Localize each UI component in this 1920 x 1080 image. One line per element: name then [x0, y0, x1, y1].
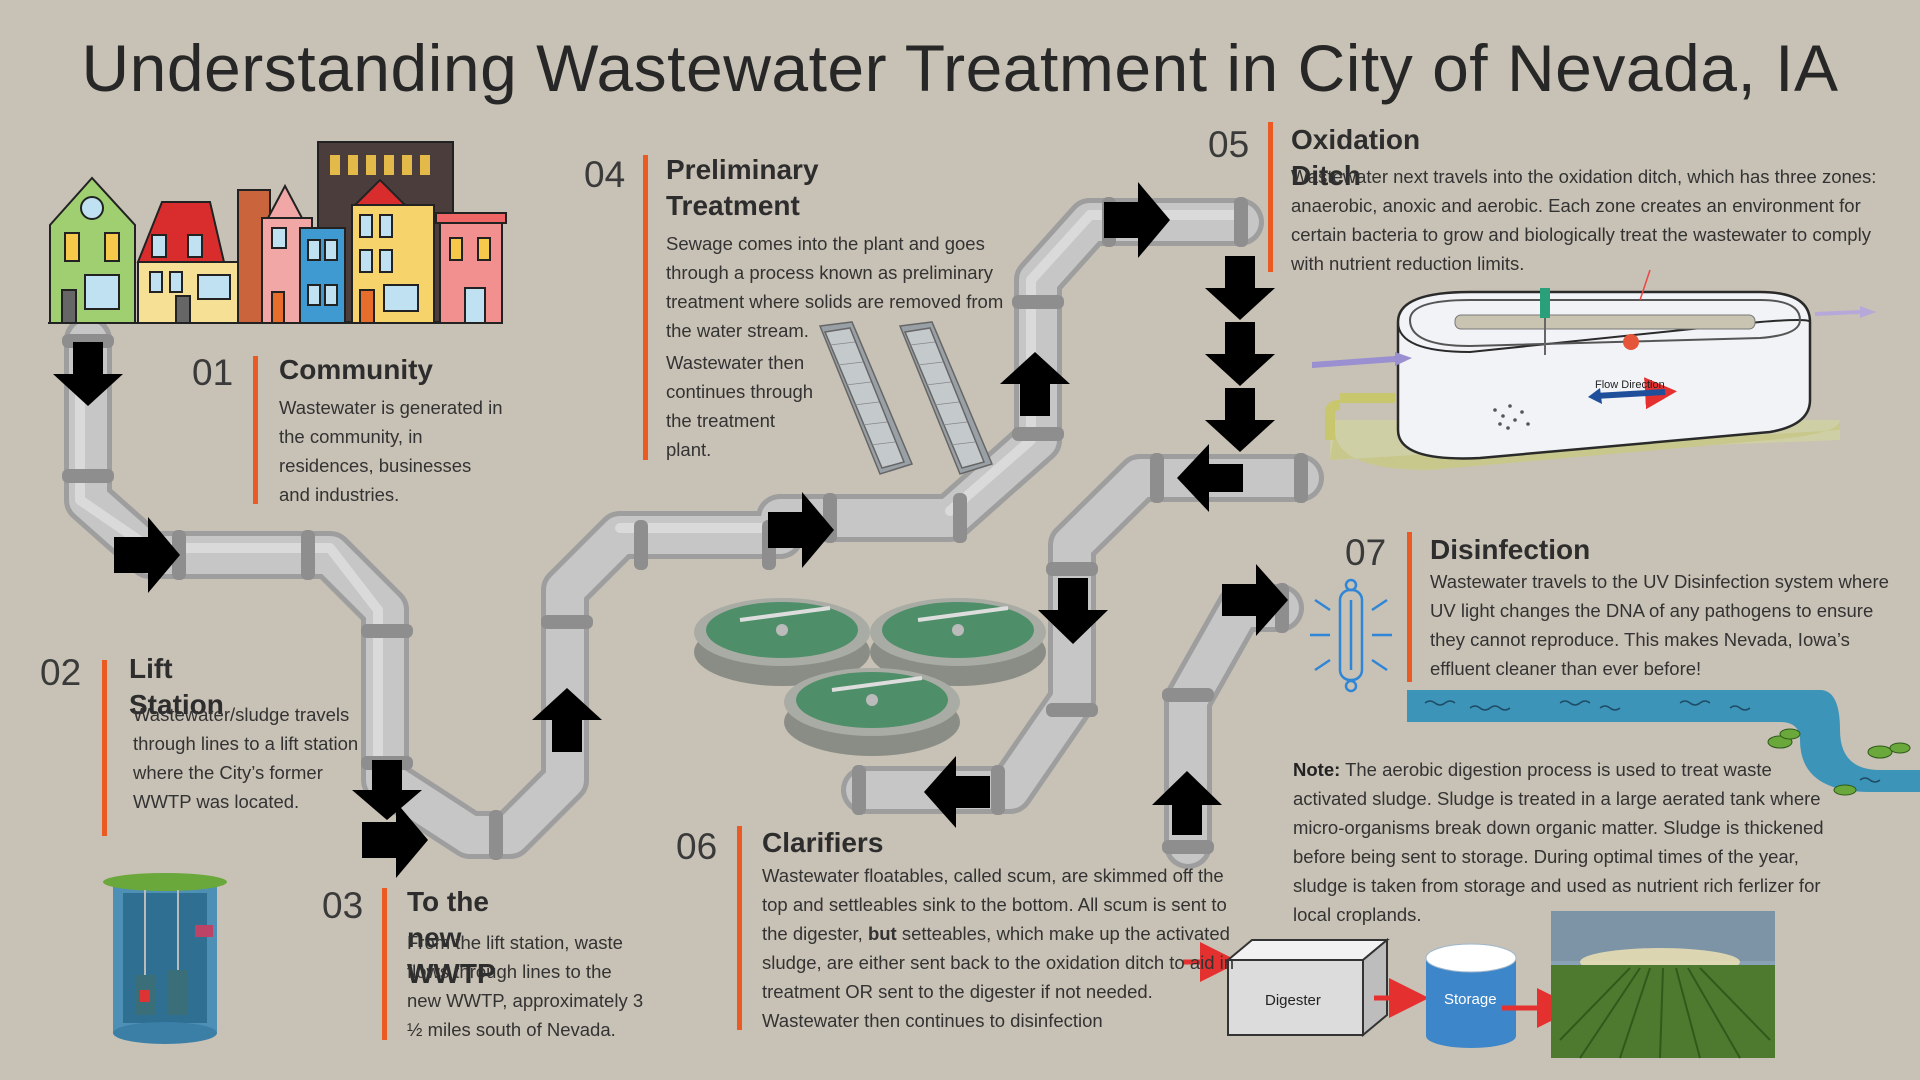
arrow-down-icon	[1205, 388, 1275, 452]
arrow-up-icon	[532, 688, 602, 752]
step-number: 04	[584, 154, 626, 195]
arrow-right-icon	[362, 802, 428, 878]
arrow-down-icon	[1205, 256, 1275, 320]
arrow-left-icon	[1177, 444, 1243, 512]
arrow-up-icon	[1152, 771, 1222, 835]
storage-label: Storage	[1444, 991, 1497, 1008]
step-heading: To the new WWTP	[407, 886, 496, 989]
step-heading: Preliminary Treatment	[666, 154, 819, 221]
description-emphasis: but	[867, 923, 897, 944]
accent-bar	[643, 155, 648, 460]
step-description: Wastewater next travels into the oxidati…	[1291, 166, 1877, 274]
arrow-down-icon	[53, 342, 123, 406]
accent-bar	[737, 826, 742, 1030]
step-number: 02	[40, 652, 82, 693]
accent-bar	[1268, 122, 1273, 272]
arrow-right-icon	[1104, 182, 1170, 258]
arrow-down-icon	[1038, 578, 1108, 644]
arrow-up-icon	[1000, 352, 1070, 416]
flow-arrows	[53, 182, 1288, 878]
aerobic-digestion-note: Note: The aerobic digestion process is u…	[1293, 755, 1838, 929]
clarifiers-illustration	[694, 598, 1046, 756]
uv-lamp-icon	[1310, 578, 1392, 693]
bar-screen-illustration	[818, 321, 994, 475]
arrow-right-icon	[768, 492, 834, 568]
step-description: Wastewater is generated in the community…	[279, 397, 503, 505]
step-description: Wastewater floatables, called scum, are …	[762, 861, 1242, 1035]
arrow-right-icon	[1222, 564, 1288, 636]
cropland-photo	[1551, 911, 1775, 1059]
step-number: 05	[1208, 124, 1250, 165]
step-description: Wastewater travels to the UV Disinfectio…	[1430, 571, 1889, 679]
step-number: 01	[192, 352, 234, 393]
digester-box: Digester	[1225, 937, 1390, 1038]
step-heading: Lift Station	[129, 653, 224, 720]
description-part-1: Wastewater floatables, called scum, are …	[762, 865, 1227, 944]
arrow-down-icon	[352, 760, 422, 820]
step-description: Wastewater/sludge travels through lines …	[133, 704, 359, 812]
page-title: Understanding Wastewater Treatment in Ci…	[81, 31, 1839, 105]
community-buildings-illustration	[48, 141, 507, 324]
description-part-2: setteables, which make up the activated …	[762, 923, 1235, 1031]
arrow-right-icon	[114, 517, 180, 593]
accent-bar	[1407, 532, 1412, 682]
step-description-continued: Wastewater then continues through the tr…	[666, 352, 814, 460]
step-heading: Clarifiers	[762, 827, 884, 858]
step-description: Sewage comes into the plant and goes thr…	[666, 233, 1004, 341]
digester-label: Digester	[1265, 992, 1321, 1009]
note-text: The aerobic digestion process is used to…	[1293, 759, 1824, 925]
effluent-stream-illustration	[1407, 690, 1920, 796]
accent-bar	[253, 356, 258, 504]
note-label: Note:	[1293, 759, 1341, 780]
storage-tank: Storage	[1425, 943, 1517, 1048]
step-number: 06	[676, 826, 718, 867]
accent-bar	[102, 660, 107, 836]
step-heading: Disinfection	[1430, 534, 1591, 565]
lift-station-illustration	[103, 873, 227, 1044]
step-heading: Community	[279, 354, 433, 385]
oxidation-ditch-illustration: Flow Direction	[1312, 269, 1876, 470]
step-number: 07	[1345, 532, 1387, 573]
accent-bar	[382, 888, 387, 1040]
step-number: 03	[322, 885, 364, 926]
step-description: From the lift station, waste flows throu…	[407, 932, 644, 1040]
step-heading: Oxidation Ditch	[1291, 124, 1421, 191]
arrow-down-icon	[1205, 322, 1275, 386]
flow-direction-label: Flow Direction	[1595, 379, 1665, 391]
arrow-left-icon	[924, 756, 990, 828]
sludge-flow-illustration: Digester Storage	[1183, 911, 1775, 1059]
